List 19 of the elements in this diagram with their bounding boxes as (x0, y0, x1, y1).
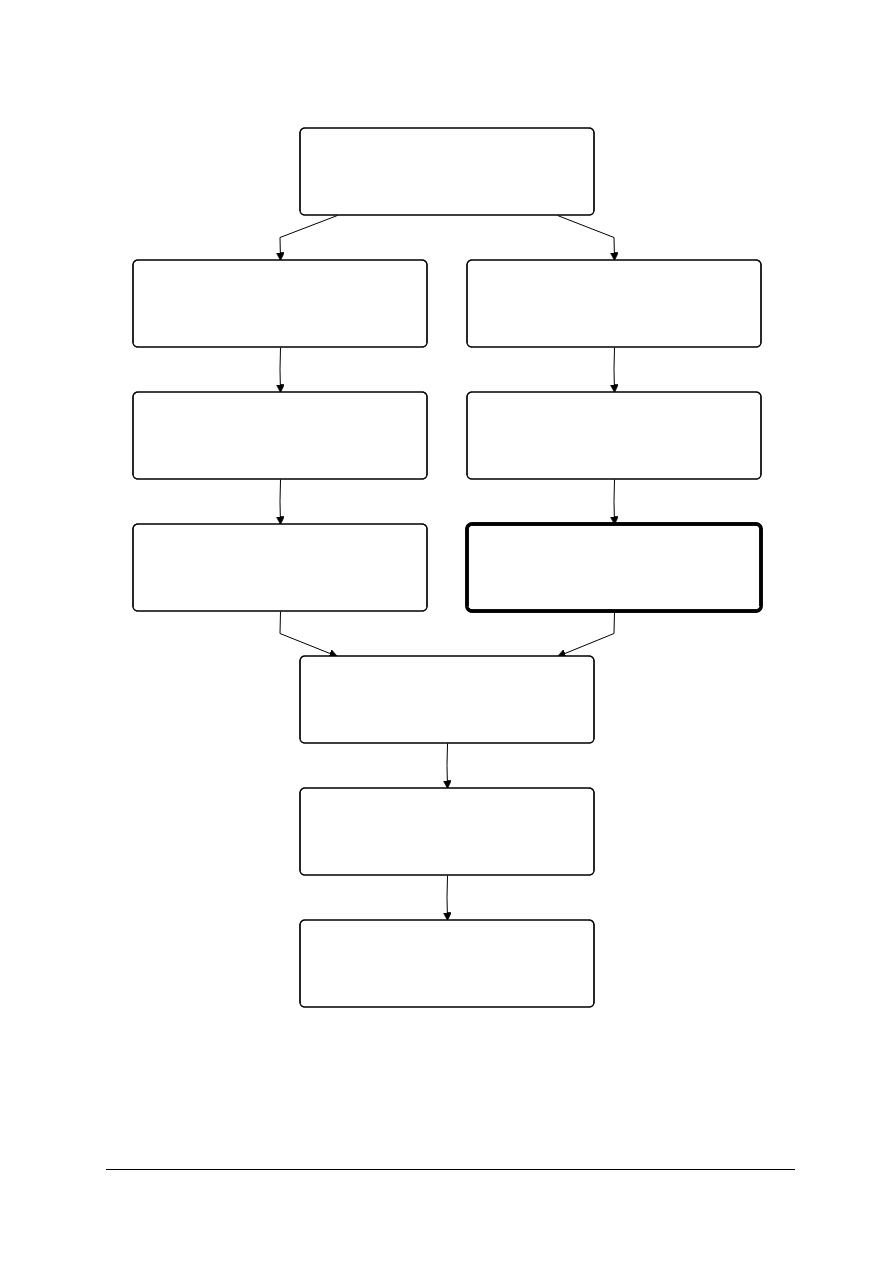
process-box (465, 391, 762, 480)
arrow (609, 479, 619, 525)
arrow (275, 479, 285, 525)
arrow (442, 875, 452, 921)
process-box (465, 259, 762, 348)
process-box (131, 259, 428, 348)
process-box (298, 127, 595, 216)
arrow (275, 215, 338, 261)
process-box (298, 655, 595, 744)
arrow (279, 611, 338, 658)
arrow (275, 347, 285, 393)
process-box (131, 391, 428, 480)
process-box (298, 919, 595, 1008)
arrow (556, 611, 615, 658)
arrow (609, 347, 619, 393)
process-box (298, 787, 595, 876)
process-box (464, 522, 763, 613)
process-box (131, 523, 428, 612)
arrow (442, 743, 452, 789)
